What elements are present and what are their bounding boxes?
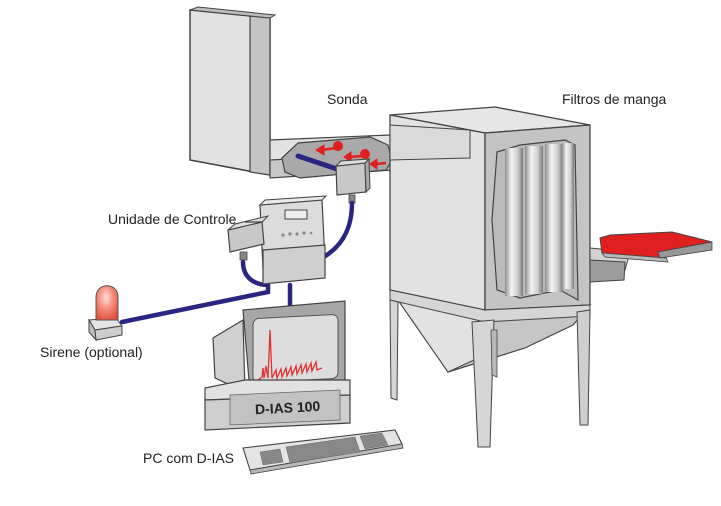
cables [119, 200, 355, 325]
leg [471, 319, 495, 448]
bag-filters-label: Filtros de manga [562, 91, 666, 107]
filter-bag [505, 148, 523, 296]
filter-bag [525, 146, 543, 294]
pc [204, 300, 351, 431]
cable-control-left [240, 259, 271, 288]
cable-control-to-siren [119, 282, 271, 325]
control-unit-display [284, 209, 308, 220]
pc-unit-name: D-IAS 100 [255, 398, 321, 417]
leg [490, 329, 498, 378]
leg [389, 299, 399, 401]
siren [88, 285, 123, 342]
control-unit-buttons [281, 231, 313, 237]
pc-label: PC com D-IAS [143, 450, 234, 466]
filter-bag [562, 143, 574, 289]
spectrum-trace [257, 329, 323, 381]
filter-bag [545, 144, 563, 292]
control-unit [227, 195, 328, 285]
control-unit-label: Unidade de Controle [108, 211, 237, 227]
filter-bags [491, 139, 579, 302]
siren-label: Sirene (optional) [40, 344, 143, 360]
flow-arrows [315, 141, 387, 170]
probe [334, 157, 371, 204]
keyboard [242, 429, 404, 475]
monitor-screen [252, 314, 339, 383]
bag-filter-house [389, 106, 592, 448]
siren-light [95, 285, 119, 321]
leg [576, 309, 591, 426]
outlet [589, 231, 713, 283]
keyboard-keys [259, 432, 389, 466]
probe-rod [295, 153, 343, 173]
probe-label: Sonda [327, 91, 368, 107]
cable-probe-to-control [319, 200, 355, 261]
chimney-duct [189, 6, 277, 176]
